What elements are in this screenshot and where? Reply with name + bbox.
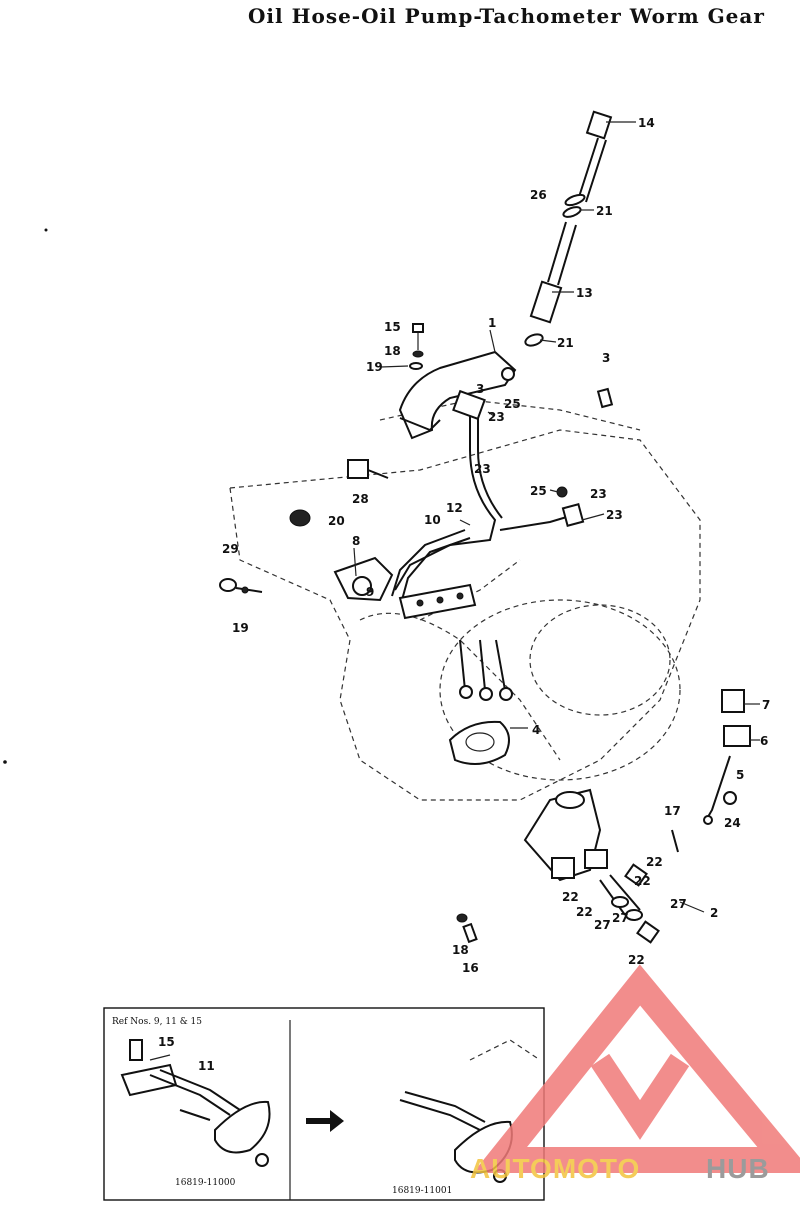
- callout-20: 20: [328, 514, 345, 528]
- inset-part-number-right: 16819-11001: [392, 1186, 452, 1196]
- watermark-auto-text: AUTOMOTO: [470, 1153, 640, 1184]
- diagram-title: Oil Hose-Oil Pump-Tachometer Worm Gear: [248, 4, 765, 28]
- oil-pipe-bracket: [398, 323, 614, 440]
- pump-mount-screw: [456, 913, 478, 944]
- pump-gasket: [448, 720, 510, 765]
- callout-23: 23: [606, 508, 623, 522]
- callout-14: 14: [638, 116, 655, 130]
- callout-19: 19: [232, 621, 249, 635]
- oil-pump: [523, 788, 679, 944]
- callout-21: 21: [596, 204, 613, 218]
- callout-15: 15: [384, 320, 401, 334]
- inset-callout-15: 15: [158, 1035, 175, 1049]
- callout-7: 7: [762, 698, 770, 712]
- pump-cable-guide: [703, 689, 751, 825]
- callout-3: 3: [602, 351, 610, 365]
- callout-27: 27: [670, 897, 687, 911]
- callout-22: 22: [634, 874, 651, 888]
- watermark-hub-text: HUB: [706, 1153, 770, 1184]
- callout-27: 27: [594, 918, 611, 932]
- oil-hoses: [391, 389, 585, 701]
- callout-25: 25: [504, 397, 521, 411]
- callout-23: 23: [474, 462, 491, 476]
- callout-22: 22: [562, 890, 579, 904]
- callout-10: 10: [424, 513, 441, 527]
- callout-16: 16: [462, 961, 479, 975]
- callout-24: 24: [724, 816, 741, 830]
- callout-17: 17: [664, 804, 681, 818]
- callout-27: 27: [612, 911, 629, 925]
- callout-4: 4: [532, 723, 540, 737]
- callout-2: 2: [710, 906, 718, 920]
- callout-18: 18: [384, 344, 401, 358]
- callout-29: 29: [222, 542, 239, 556]
- callout-5: 5: [736, 768, 744, 782]
- callout-8: 8: [352, 534, 360, 548]
- inset-ref-note: Ref Nos. 9, 11 & 15: [112, 1017, 202, 1027]
- callout-18: 18: [452, 943, 469, 957]
- inset-part-number-left: 16819-11000: [175, 1178, 236, 1188]
- callout-22: 22: [576, 905, 593, 919]
- callout-23: 23: [590, 487, 607, 501]
- callout-1: 1: [488, 316, 496, 330]
- callout-23: 23: [488, 410, 505, 424]
- callout-6: 6: [760, 734, 768, 748]
- callout-13: 13: [576, 286, 593, 300]
- arrow-right-icon: [306, 1110, 344, 1132]
- callout-25: 25: [530, 484, 547, 498]
- callout-9: 9: [366, 585, 374, 599]
- callout-21: 21: [557, 336, 574, 350]
- callout-26: 26: [530, 188, 547, 202]
- case-fittings: [219, 459, 389, 594]
- inset-callout-11: 11: [198, 1059, 215, 1073]
- callout-3: 3: [476, 382, 484, 396]
- tachometer-shaft-assembly: [524, 110, 613, 347]
- leader-lines: [353, 121, 760, 913]
- callout-22: 22: [628, 953, 645, 967]
- callout-22: 22: [646, 855, 663, 869]
- callout-12: 12: [446, 501, 463, 515]
- automotohub-watermark: AUTOMOTO HUB: [470, 964, 800, 1184]
- pipe-clamp-plate: [333, 556, 477, 620]
- callout-19: 19: [366, 360, 383, 374]
- callout-28: 28: [352, 492, 369, 506]
